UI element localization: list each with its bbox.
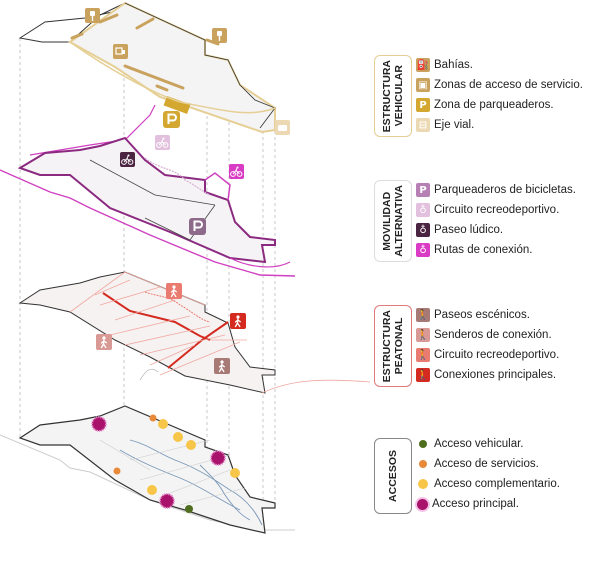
parking-icon (163, 111, 180, 128)
parking-meter-icon: ⛽ (416, 58, 430, 72)
truck-icon (113, 44, 128, 59)
peatonal-outline (18, 271, 276, 394)
legend-box-vehicular: ESTRUCTURA VEHICULAR (374, 55, 412, 137)
legend-title-accesos: ACCESOS (387, 450, 399, 502)
legend-title-peatonal: ESTRUCTURA PEATONAL (381, 309, 405, 383)
bicycle-icon: ♁ (416, 203, 430, 217)
car-icon: ⊟ (416, 118, 430, 132)
parking-icon: P (416, 183, 430, 197)
access-servicios (149, 414, 157, 422)
access-principal (91, 416, 107, 432)
bicycle-icon: ♁ (416, 243, 430, 257)
legend-item-acceso-principal: Acceso principal. (416, 494, 560, 514)
green-dot-icon (419, 440, 427, 448)
legend-box-movilidad: MOVILIDAD ALTERNATIVA (374, 180, 412, 262)
legend-item-conexiones-principales: 🚶Conexiones principales. (416, 368, 557, 382)
legend-item-paseos-escenicos: 🚶Paseos escénicos. (416, 308, 530, 322)
pedestrian-icon: 🚶 (416, 368, 430, 382)
layer-vehicular (18, 1, 276, 134)
access-vehicular (185, 505, 193, 513)
legend-title-movilidad: MOVILIDAD ALTERNATIVA (381, 185, 405, 257)
legend-item-acceso-servicio: ▣Zonas de acceso de servicio. (416, 75, 583, 95)
access-complementario (147, 485, 157, 495)
movilidad-outline (17, 136, 276, 264)
accesos-outline (18, 405, 276, 534)
access-complementario (186, 440, 196, 450)
hiker-icon: 🚶 (416, 308, 430, 322)
legend-title-vehicular: ESTRUCTURA VEHICULAR (381, 59, 405, 133)
access-complementario (173, 432, 183, 442)
bicycle-icon: ♁ (416, 223, 430, 237)
layer-peatonal (18, 271, 370, 394)
magenta-dot-icon (417, 498, 428, 510)
parking-icon (189, 218, 206, 235)
bicycle-icon (229, 164, 244, 179)
legend-item-circuito-recreo-peatonal: 🚶Circuito recreodeportivo. (416, 348, 560, 362)
layered-site-map (0, 1, 370, 534)
access-principal (159, 493, 175, 509)
legend-item-acceso-servicios: Acceso de servicios. (416, 454, 560, 474)
truck-icon: ▣ (416, 78, 430, 92)
parking-icon: P (416, 98, 430, 112)
access-servicios (113, 467, 121, 475)
access-complementario (230, 468, 240, 478)
legend-item-senderos-conexion: 🚶Senderos de conexión. (416, 328, 552, 342)
legend-item-circuito-recreo-bici: ♁Circuito recreodeportivo. (416, 200, 576, 220)
pedestrian-icon: 🚶 (416, 348, 430, 362)
hiker-icon (214, 358, 230, 374)
legend-box-accesos: ACCESOS (374, 438, 412, 514)
layer-movilidad (0, 104, 296, 277)
legend-box-peatonal: ESTRUCTURA PEATONAL (374, 305, 412, 387)
access-complementario (158, 419, 168, 429)
pedestrian-icon: 🚶 (416, 328, 430, 342)
car-icon (275, 120, 290, 135)
pedestrian-icon (96, 334, 112, 350)
legend-item-paseo-ludico: ♁Paseo lúdico. (416, 220, 576, 240)
legend-item-acceso-vehicular: Acceso vehicular. (416, 434, 560, 454)
yellow-dot-icon (418, 479, 428, 489)
parking-meter-icon (85, 8, 100, 23)
legend-item-bahias: ⛽Bahías. (416, 58, 473, 72)
legend-item-acceso-complementario: Acceso complementario. (416, 474, 560, 494)
access-points (91, 414, 240, 513)
orange-dot-icon (419, 460, 427, 468)
bicycle-icon (120, 152, 135, 167)
parking-meter-icon (212, 28, 227, 43)
layer-accesos (0, 405, 295, 534)
legend-item-eje-vial: ⊟Eje vial. (416, 115, 583, 135)
bicycle-icon (155, 135, 170, 150)
movilidad-route-1 (0, 169, 296, 277)
access-principal (210, 450, 226, 466)
pedestrian-icon (166, 283, 182, 299)
legend-item-rutas-conexion: ♁Rutas de conexión. (416, 240, 576, 260)
pedestrian-icon (230, 313, 246, 329)
